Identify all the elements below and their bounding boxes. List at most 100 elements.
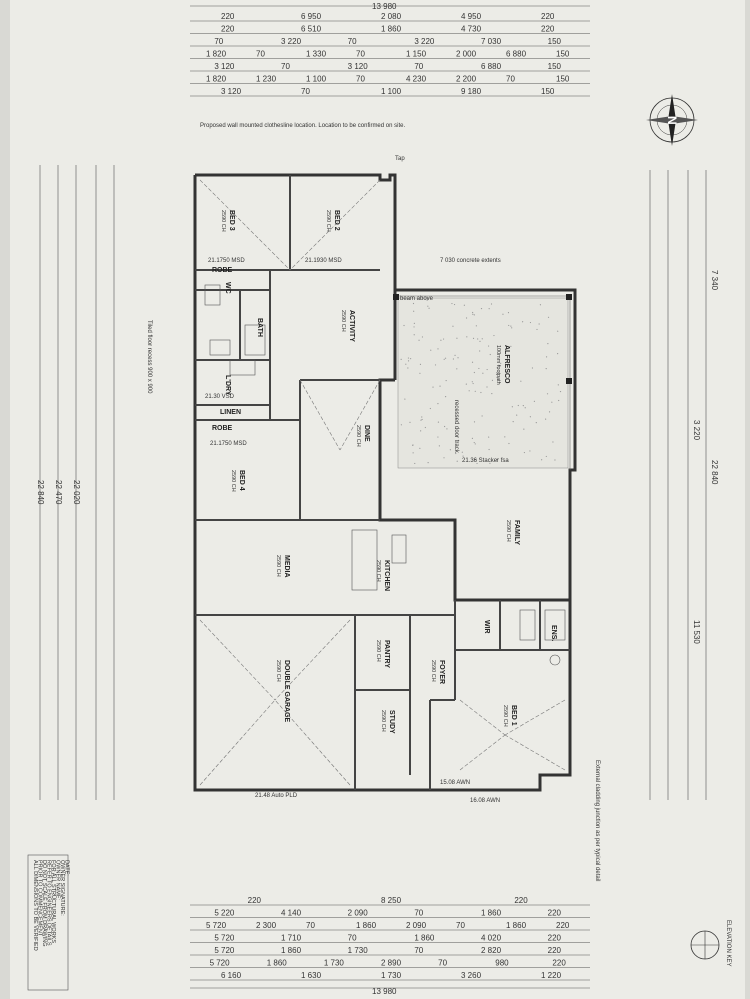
top-dim-value: 3 220: [414, 37, 435, 46]
note-ensuite-cladding: External cladding junction as per typica…: [594, 760, 600, 881]
alfresco-stipple-dot: [491, 379, 494, 381]
top-dim-value: 3 120: [221, 87, 242, 96]
bottom-dim-value: 1 730: [324, 959, 345, 968]
alfresco-stipple-dot: [545, 367, 547, 370]
title-block-line: OWNER SIGNATURE:: [59, 860, 65, 916]
right-dimensions: 22 840 11 530 3 220 7 340: [649, 170, 719, 800]
bottom-dim-value: 1 710: [281, 934, 302, 943]
room-bed3-ch: 2590 CH: [220, 210, 226, 232]
alfresco-stipple-dot: [551, 401, 553, 403]
alfresco-stipple-dot: [419, 372, 421, 374]
top-dim-value: 4 230: [406, 75, 427, 84]
room-foyer: FOYER: [438, 660, 445, 684]
alfresco-stipple-dot: [414, 462, 416, 465]
bottom-dim-value: 2 820: [481, 946, 502, 955]
bottom-dim-value: 1 730: [381, 971, 402, 980]
room-pantry-ch: 2590 CH: [375, 640, 381, 662]
alfresco-stipple-dot: [456, 337, 458, 339]
bottom-dim-value: 220: [248, 896, 262, 905]
alfresco-stipple-dot: [444, 357, 447, 359]
bottom-dim-value: 70: [456, 921, 465, 930]
bottom-dim-value: 1 860: [481, 909, 502, 918]
alfresco-stipple-dot: [546, 393, 549, 395]
bottom-dim-value: 70: [438, 959, 447, 968]
alfresco-stipple-dot: [457, 357, 459, 359]
top-dim-value: 6 880: [506, 50, 527, 59]
alfresco-stipple-dot: [548, 411, 551, 413]
right-third-dim: 3 220: [692, 420, 701, 441]
alfresco-stipple-dot: [471, 361, 474, 363]
alfresco-stipple-dot: [524, 407, 526, 409]
alfresco-stipple-dot: [427, 305, 429, 307]
bottom-dim-value: 70: [348, 934, 357, 943]
alfresco-stipple-dot: [476, 462, 478, 465]
alfresco-stipple-dot: [547, 316, 550, 318]
top-dim-value: 70: [356, 50, 365, 59]
alfresco-stipple-dot: [531, 367, 534, 369]
alfresco-stipple-dot: [475, 325, 477, 327]
alfresco-stipple-dot: [444, 395, 447, 398]
room-alfresco: ALFRESCO: [503, 345, 510, 384]
room-laundry: L'DRY: [224, 375, 231, 396]
alfresco-stipple-dot: [510, 345, 512, 347]
alfresco-stipple-dot: [545, 418, 547, 420]
note-vsd: 21.30 VSD: [205, 394, 235, 400]
alfresco-stipple-dot: [488, 436, 490, 438]
room-bed2-ch: 2590 CH: [325, 210, 331, 232]
alfresco-stipple-dot: [444, 425, 446, 428]
alfresco-stipple-dot: [419, 363, 422, 365]
alfresco-stipple-dot: [426, 299, 428, 301]
alfresco-stipple-dot: [446, 428, 448, 430]
alfresco-stipple-dot: [474, 443, 476, 445]
alfresco-stipple-dot: [424, 426, 426, 429]
top-dim-value: 3 120: [214, 62, 235, 71]
alfresco-stipple-dot: [437, 421, 440, 423]
top-dim-value: 1 100: [381, 87, 402, 96]
note-beam: beam above: [400, 296, 434, 302]
alfresco-stipple-dot: [523, 451, 525, 454]
alfresco-stipple-dot: [404, 398, 406, 400]
alfresco-stipple-dot: [545, 455, 547, 458]
bottom-dim-value: 5 720: [214, 946, 235, 955]
bottom-dim-value: 2 090: [348, 909, 369, 918]
alfresco-stipple-dot: [412, 302, 415, 305]
alfresco-stipple-dot: [412, 452, 414, 454]
top-dim-value: 70: [506, 75, 515, 84]
alfresco-stipple-dot: [510, 325, 512, 327]
note-msd3: 21.1750 MSD: [210, 441, 247, 447]
room-linen: LINEN: [220, 409, 241, 416]
alfresco-stipple-dot: [451, 302, 453, 305]
bottom-dim-value: 5 720: [206, 921, 227, 930]
alfresco-stipple-dot: [475, 458, 477, 461]
note-recessed-track: recessed door track: [453, 400, 459, 454]
top-dim-value: 220: [221, 12, 235, 21]
bottom-dim-value: 5 220: [214, 909, 235, 918]
alfresco-stipple-dot: [482, 372, 484, 374]
alfresco-stipple-dot: [418, 339, 420, 341]
note-tap: Tap: [395, 156, 405, 162]
alfresco-stipple-dot: [453, 303, 456, 306]
alfresco-stipple-dot: [511, 327, 513, 329]
alfresco-stipple-dot: [487, 345, 490, 347]
alfresco-stipple-dot: [498, 364, 500, 366]
alfresco-stipple-dot: [449, 449, 451, 451]
bottom-dim-value: 220: [548, 934, 562, 943]
room-kitchen: KITCHEN: [383, 560, 390, 591]
alfresco-stipple-dot: [461, 451, 463, 453]
left-dimensions: 22 840 22 470 22 020: [36, 165, 115, 800]
alfresco-stipple-dot: [552, 441, 554, 443]
top-dim-value: 220: [541, 25, 555, 34]
room-wc: WC: [224, 282, 231, 294]
room-bed2: BED 2: [333, 210, 340, 231]
alfresco-stipple-dot: [512, 421, 514, 423]
bottom-dim-value: 1 220: [541, 971, 562, 980]
bottom-dim-value: 1 630: [301, 971, 322, 980]
bottom-dim-value: 220: [548, 946, 562, 955]
alfresco-stipple-dot: [480, 391, 482, 394]
room-activity-ch: 2590 CH: [340, 310, 346, 332]
alfresco-stipple-dot: [517, 404, 519, 407]
top-dim-value: 6 880: [481, 62, 502, 71]
alfresco-stipple-dot: [427, 462, 429, 464]
alfresco-stipple-dot: [434, 364, 437, 366]
